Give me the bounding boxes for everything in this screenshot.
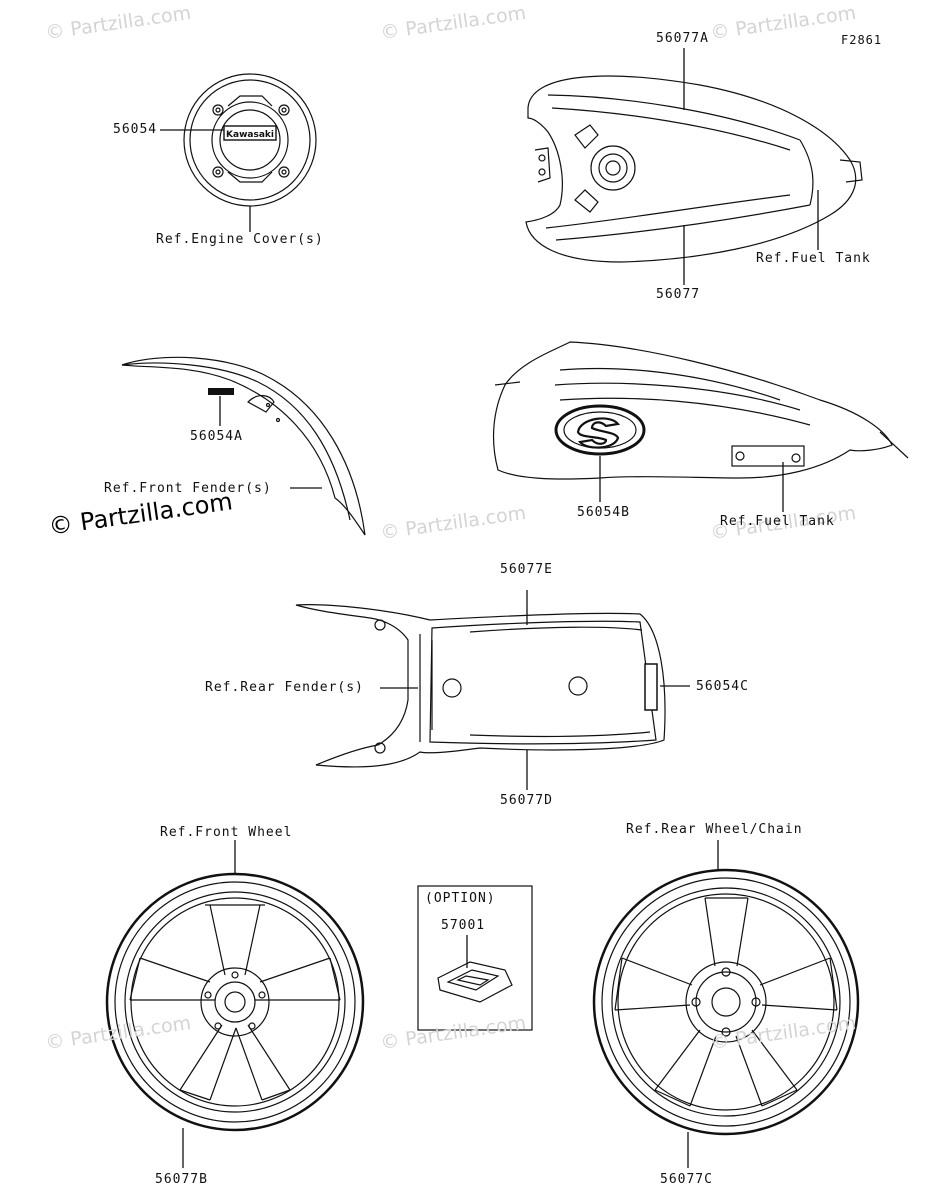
label-56077E[interactable]: 56077E	[500, 562, 553, 577]
label-56077A[interactable]: 56077A	[656, 31, 709, 46]
fuel-tank-top-illustration	[525, 48, 863, 285]
label-56054C[interactable]: 56054C	[696, 679, 749, 694]
option-box	[417, 885, 533, 1031]
label-ref-fuel-tank-side[interactable]: Ref.Fuel Tank	[720, 514, 835, 529]
label-ref-front-fender[interactable]: Ref.Front Fender(s)	[104, 481, 272, 496]
label-56054[interactable]: 56054	[113, 122, 158, 137]
label-ref-fuel-tank-top[interactable]: Ref.Fuel Tank	[756, 251, 871, 266]
label-56054B[interactable]: 56054B	[577, 505, 630, 520]
label-56077D[interactable]: 56077D	[500, 793, 553, 808]
label-56054A[interactable]: 56054A	[190, 429, 243, 444]
label-ref-rear-fender[interactable]: Ref.Rear Fender(s)	[205, 680, 364, 695]
label-ref-front-wheel[interactable]: Ref.Front Wheel	[160, 825, 293, 840]
rear-wheel-illustration	[592, 840, 860, 1168]
label-56077[interactable]: 56077	[656, 287, 701, 302]
front-fender-illustration	[121, 356, 366, 536]
front-wheel-illustration	[105, 840, 365, 1168]
option-title: (OPTION)	[425, 891, 496, 906]
label-ref-rear-wheel[interactable]: Ref.Rear Wheel/Chain	[626, 822, 803, 837]
label-56077C[interactable]: 56077C	[660, 1172, 713, 1187]
label-56077B[interactable]: 56077B	[155, 1172, 208, 1187]
figure-code: F2861	[841, 33, 883, 47]
label-ref-engine-cover[interactable]: Ref.Engine Cover(s)	[156, 232, 324, 247]
engine-cover-kawasaki-decal: Kawasaki	[226, 130, 274, 140]
rear-fender-illustration	[295, 590, 690, 790]
label-57001[interactable]: 57001	[441, 918, 486, 933]
fuel-tank-side-illustration	[492, 341, 909, 512]
engine-cover-illustration: Kawasaki	[160, 73, 317, 232]
